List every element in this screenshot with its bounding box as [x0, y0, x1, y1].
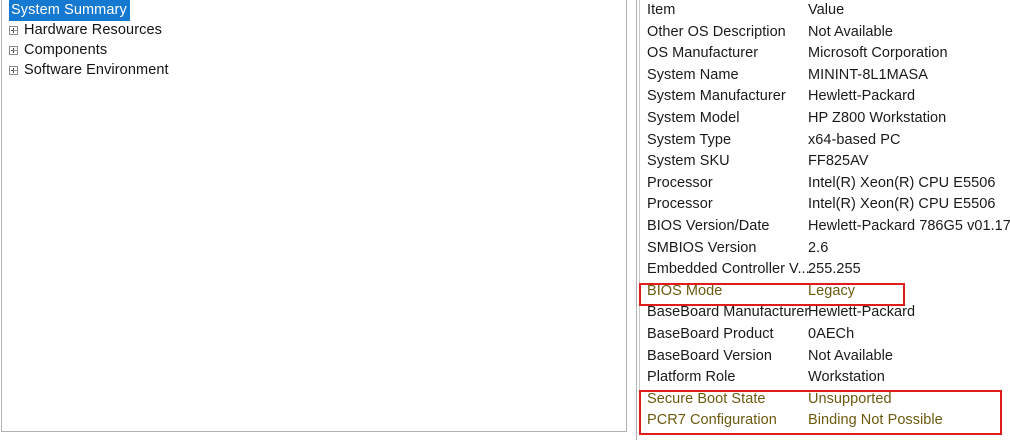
detail-item-value: Workstation: [808, 369, 885, 386]
detail-item-value: 2.6: [808, 239, 829, 256]
tree-connector-line: [13, 29, 18, 31]
detail-row[interactable]: Processor Intel(R) Xeon(R) CPU E5506: [640, 173, 1010, 195]
column-header-item[interactable]: Item: [647, 2, 676, 18]
detail-item-value: Binding Not Possible: [808, 412, 943, 429]
detail-item-value: Intel(R) Xeon(R) CPU E5506: [808, 196, 996, 213]
detail-item-value: Legacy: [808, 282, 856, 299]
detail-item-label: Processor: [647, 174, 713, 191]
detail-item-label: System Model: [647, 109, 740, 126]
detail-item-label: Platform Role: [647, 369, 736, 386]
tree-item-label: System Summary: [9, 0, 130, 21]
detail-header-row: Item Value: [640, 0, 1010, 22]
detail-item-label: OS Manufacturer: [647, 45, 759, 62]
detail-item-value: Hewlett-Packard 786G5 v01.17, 8/: [808, 217, 1010, 234]
pane-splitter[interactable]: [629, 0, 637, 432]
detail-row[interactable]: PCR7 Configuration Binding Not Possible: [640, 410, 1010, 432]
tree-item-components[interactable]: Components: [2, 40, 626, 60]
detail-row[interactable]: Other OS Description Not Available: [640, 22, 1010, 44]
tree-connector-line: [13, 69, 18, 71]
detail-item-label: System Name: [647, 66, 739, 83]
detail-item-value: 0AECh: [808, 325, 855, 342]
detail-row[interactable]: System Model HP Z800 Workstation: [640, 108, 1010, 130]
detail-row[interactable]: BaseBoard Version Not Available: [640, 346, 1010, 368]
detail-item-value: Not Available: [808, 347, 894, 364]
detail-row[interactable]: BIOS Mode Legacy: [640, 281, 1010, 303]
tree-item-system-summary[interactable]: System Summary: [2, 0, 626, 21]
detail-item-value: Hewlett-Packard: [808, 304, 916, 321]
detail-row[interactable]: BIOS Version/Date Hewlett-Packard 786G5 v…: [640, 216, 1010, 238]
detail-item-value: Unsupported: [808, 390, 892, 407]
detail-item-label: PCR7 Configuration: [647, 412, 777, 429]
detail-item-label: System Manufacturer: [647, 88, 786, 105]
detail-item-value: Intel(R) Xeon(R) CPU E5506: [808, 174, 996, 191]
detail-item-value: Not Available: [808, 23, 894, 40]
detail-item-value: MININT-8L1MASA: [808, 66, 928, 83]
detail-item-label: SMBIOS Version: [647, 239, 757, 256]
detail-row[interactable]: SMBIOS Version 2.6: [640, 238, 1010, 260]
detail-row[interactable]: System Type x64-based PC: [640, 130, 1010, 152]
detail-row[interactable]: System SKU FF825AV: [640, 151, 1010, 173]
detail-item-label: BaseBoard Version: [647, 347, 772, 364]
detail-item-label: Embedded Controller V...: [647, 261, 810, 278]
detail-item-value: x64-based PC: [808, 131, 901, 148]
detail-item-label: Other OS Description: [647, 23, 786, 40]
detail-item-label: System Type: [647, 131, 732, 148]
detail-row[interactable]: OS Manufacturer Microsoft Corporation: [640, 43, 1010, 65]
detail-item-label: Secure Boot State: [647, 390, 766, 407]
detail-item-label: BaseBoard Product: [647, 325, 774, 342]
detail-item-value: HP Z800 Workstation: [808, 109, 947, 126]
detail-item-label: BaseBoard Manufacturer: [647, 304, 810, 321]
detail-item-value: 255.255: [808, 261, 861, 278]
detail-row[interactable]: Processor Intel(R) Xeon(R) CPU E5506: [640, 194, 1010, 216]
tree-connector-line: [13, 49, 18, 51]
detail-item-label: BIOS Version/Date: [647, 217, 770, 234]
detail-item-value: FF825AV: [808, 153, 869, 170]
detail-item-label: BIOS Mode: [647, 282, 723, 299]
tree-item-label: Software Environment: [24, 62, 169, 78]
detail-row[interactable]: System Manufacturer Hewlett-Packard: [640, 86, 1010, 108]
detail-row[interactable]: Embedded Controller V...255.255: [640, 259, 1010, 281]
detail-item-label: System SKU: [647, 153, 730, 170]
tree-item-hardware-resources[interactable]: Hardware Resources: [2, 20, 626, 40]
tree-item-software-environment[interactable]: Software Environment: [2, 60, 626, 80]
detail-row[interactable]: Secure Boot State Unsupported: [640, 389, 1010, 411]
detail-item-value: Hewlett-Packard: [808, 88, 916, 105]
column-header-value[interactable]: Value: [808, 2, 845, 18]
tree-item-label: Hardware Resources: [24, 22, 162, 38]
detail-row[interactable]: System Name MININT-8L1MASA: [640, 65, 1010, 87]
detail-item-label: Processor: [647, 196, 713, 213]
detail-row[interactable]: BaseBoard Product 0AECh: [640, 324, 1010, 346]
detail-row[interactable]: Platform Role Workstation: [640, 367, 1010, 389]
tree-item-label: Components: [24, 42, 108, 58]
detail-item-value: Microsoft Corporation: [808, 45, 948, 62]
